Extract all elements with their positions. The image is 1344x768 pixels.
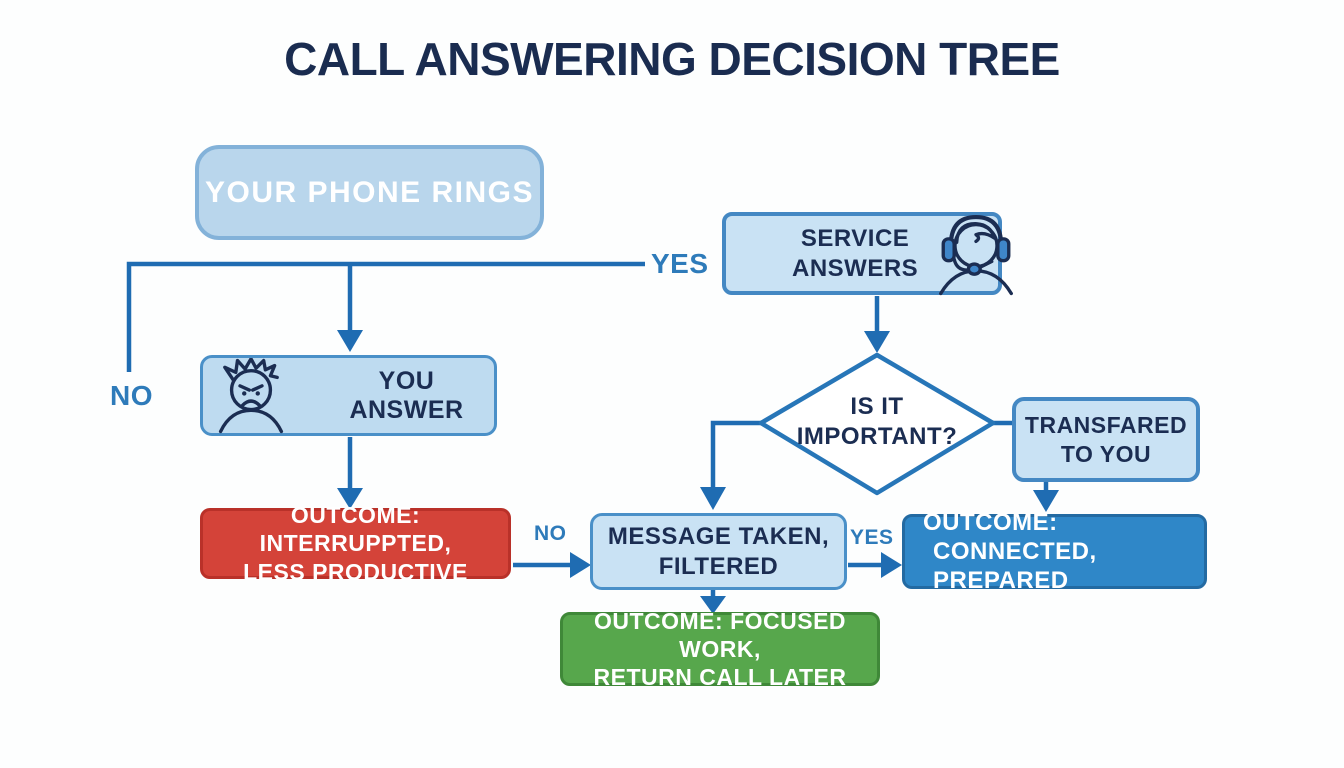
- edge-diamond-no: [710, 420, 765, 488]
- decision-diamond-shape: [758, 352, 996, 496]
- node-transfared-to-you: TRANSFARED TO YOU: [1012, 397, 1200, 482]
- node-label-line2: FILTERED: [658, 552, 779, 580]
- arrowhead-to-red: [337, 488, 363, 509]
- node-label: YOU ANSWER: [349, 366, 464, 424]
- outcome-line2: LESS PRODUCTIVE: [243, 558, 468, 585]
- arrowhead-to-youanswer: [337, 330, 363, 352]
- arrowhead-to-message-left: [570, 552, 591, 578]
- outcome-line2: CONNECTED, PREPARED: [933, 537, 1097, 595]
- node-decision-is-it-important: IS IT IMPORTANT?: [777, 392, 977, 452]
- branch-label-no-left: NO: [110, 380, 153, 411]
- decision-label-line1: IS IT: [850, 393, 904, 420]
- support-agent-headset-icon: [934, 212, 1018, 296]
- outcome-line2: RETURN CALL LATER: [593, 664, 847, 691]
- node-label-line2: TO YOU: [1060, 440, 1152, 467]
- arrowhead-to-green: [700, 596, 726, 614]
- node-outcome-interrupted: OUTCOME: INTERRUPPTED, LESS PRODUCTIVE: [200, 502, 511, 585]
- node-message-taken-filtered: MESSAGE TAKEN, FILTERED: [590, 513, 847, 590]
- node-service-answers: SERVICE ANSWERS: [722, 212, 1014, 295]
- node-outcome-focused-work: OUTCOME: FOCUSED WORK, RETURN CALL LATER: [560, 608, 880, 690]
- angry-person-icon: [213, 357, 289, 434]
- branch-label-yes-top: YES: [651, 248, 709, 279]
- arrowhead-to-diamond: [864, 331, 890, 353]
- node-label-line2: ANSWERS: [792, 254, 919, 282]
- branch-label-yes-mid: YES: [850, 526, 894, 549]
- node-label: YOUR PHONE RINGS: [204, 175, 535, 209]
- node-label-line1: MESSAGE TAKEN,: [607, 523, 830, 551]
- node-label-line1: TRANSFARED: [1024, 412, 1188, 439]
- arrowhead-to-message-top: [700, 487, 726, 510]
- node-label-line1: SERVICE: [800, 225, 910, 253]
- arrowhead-to-blue-top: [1033, 490, 1059, 512]
- decision-label-line2: IMPORTANT?: [796, 423, 958, 450]
- arrowhead-to-blue-left: [881, 552, 902, 578]
- node-you-answer: YOU ANSWER: [200, 355, 497, 436]
- node-your-phone-rings: YOUR PHONE RINGS: [195, 145, 544, 240]
- diagram-title: CALL ANSWERING DECISION TREE: [284, 33, 1060, 85]
- outcome-line1: OUTCOME: FOCUSED WORK,: [593, 607, 847, 662]
- outcome-line1: OUTCOME:: [923, 508, 1058, 536]
- branch-label-no-mid: NO: [534, 522, 567, 545]
- node-outcome-connected-prepared: OUTCOME: CONNECTED, PREPARED: [902, 509, 1207, 594]
- outcome-line1: OUTCOME: INTERRUPPTED,: [259, 502, 452, 557]
- edge-phone-split: [126, 261, 645, 372]
